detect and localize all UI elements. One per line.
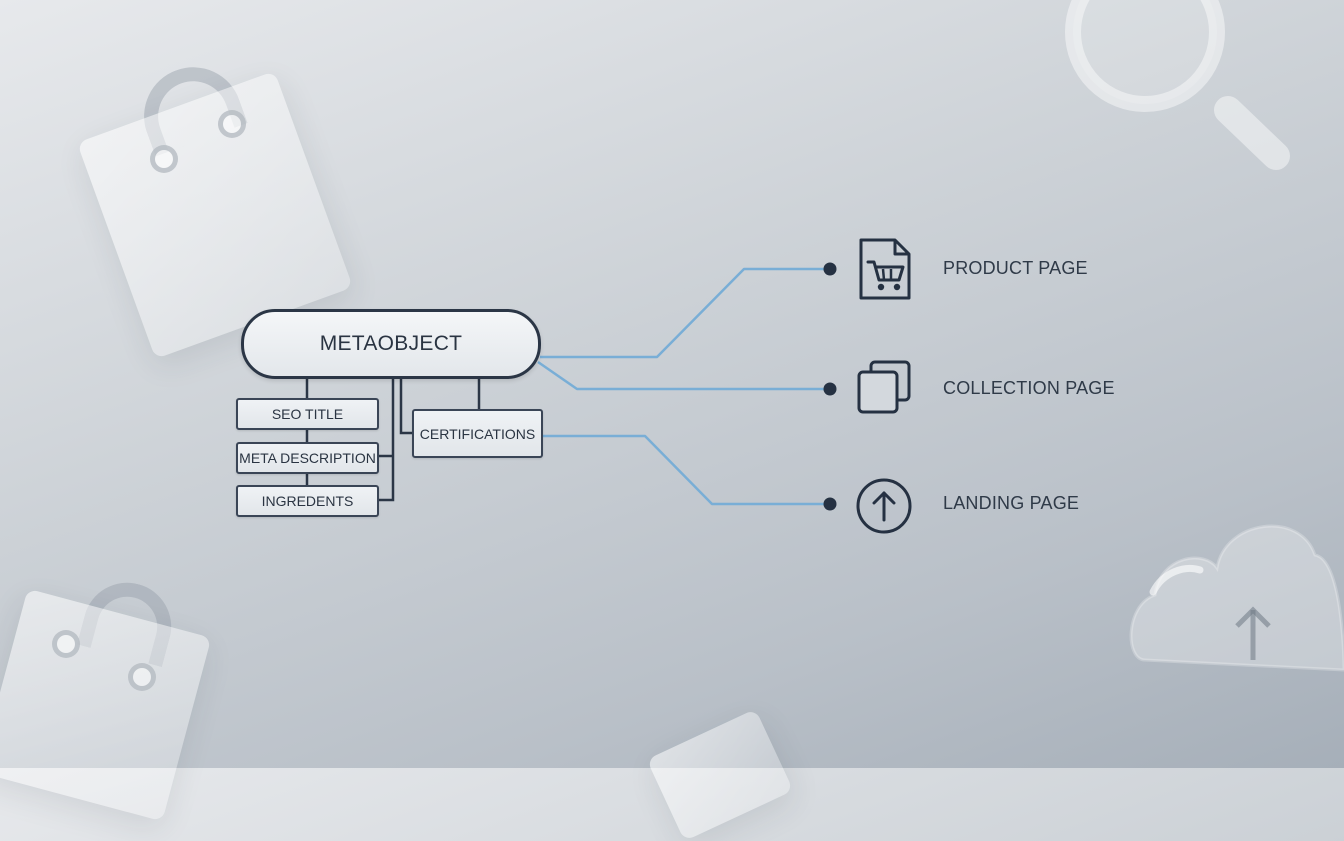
endpoint-dot-collection-page bbox=[823, 382, 837, 396]
arrow-up-circle-icon bbox=[856, 478, 912, 534]
destination-label-landing-page: LANDING PAGE bbox=[943, 493, 1080, 513]
metaobject-node: METAOBJECT bbox=[241, 309, 541, 379]
destination-label-product-page: PRODUCT PAGE bbox=[943, 258, 1088, 278]
stacked-squares-icon bbox=[857, 360, 911, 414]
endpoint-dot-product-page bbox=[823, 262, 837, 276]
connector-landing-page bbox=[543, 434, 828, 506]
field-ingredients: INGREDENTS bbox=[236, 485, 379, 517]
field-meta-description: META DESCRIPTION bbox=[236, 442, 379, 474]
field-seo-title: SEO TITLE bbox=[236, 398, 379, 430]
field-meta-description-label: META DESCRIPTION bbox=[239, 450, 376, 466]
field-seo-title-label: SEO TITLE bbox=[271, 406, 344, 422]
connector-product-page bbox=[540, 267, 828, 359]
field-ingredients-label: INGREDENTS bbox=[261, 493, 354, 509]
endpoint-dot-landing-page bbox=[823, 497, 837, 511]
diagram-connectors bbox=[305, 262, 837, 511]
connector-bracket bbox=[378, 378, 395, 502]
connector-collection-page bbox=[537, 360, 828, 391]
field-certifications-label: CERTIFICATIONS bbox=[419, 425, 536, 442]
shopping-cart-document-icon bbox=[859, 238, 911, 300]
field-certifications: CERTIFICATIONS bbox=[412, 409, 543, 458]
destination-label-collection-page: COLLECTION PAGE bbox=[943, 378, 1115, 398]
metaobject-label: METAOBJECT bbox=[319, 332, 463, 355]
connector-certifications-bracket bbox=[399, 378, 413, 435]
